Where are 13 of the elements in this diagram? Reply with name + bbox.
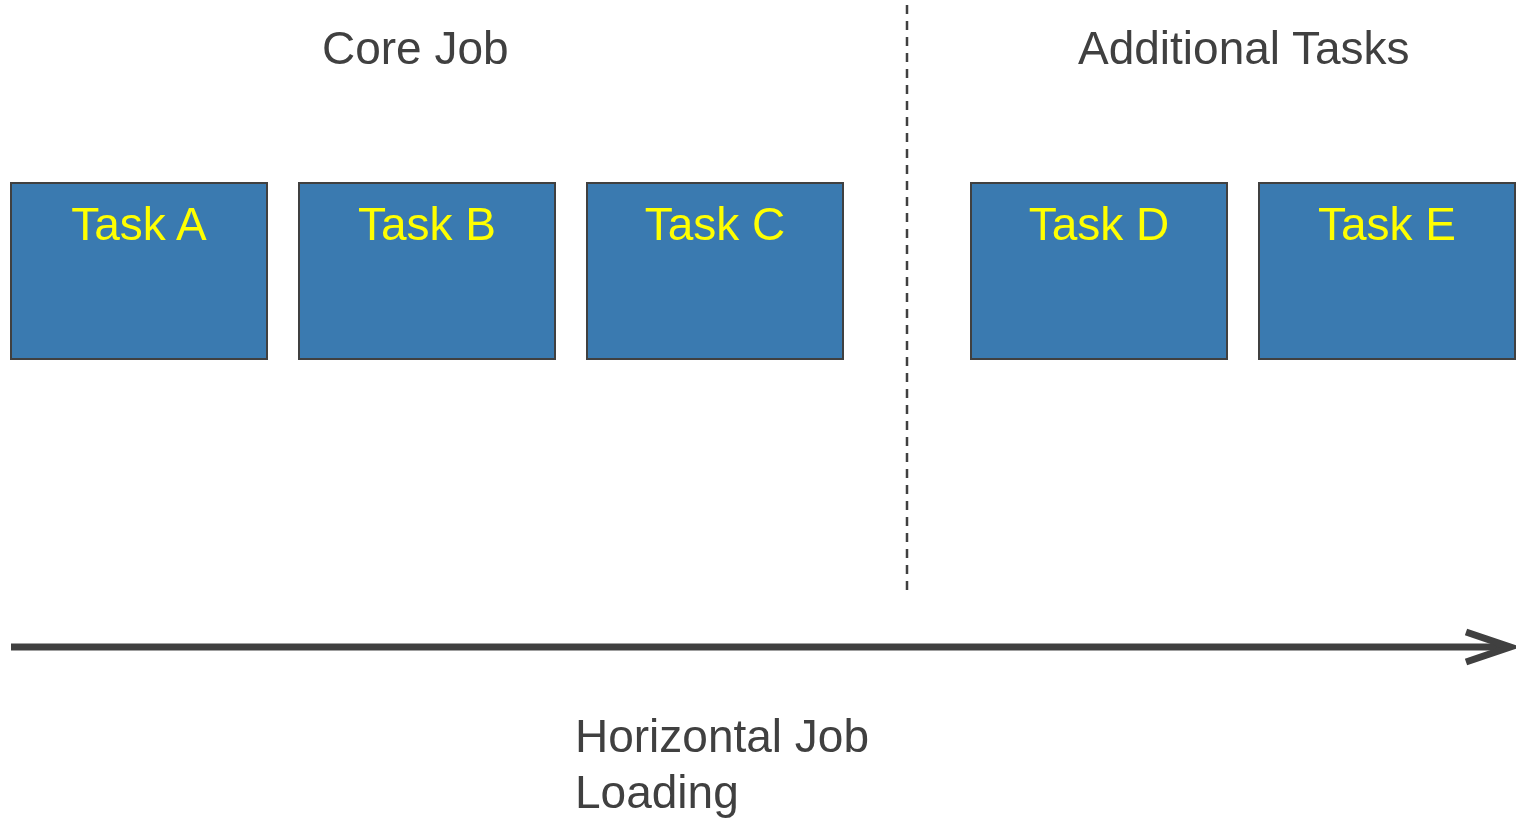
task-box [970, 182, 1228, 360]
task-box [586, 182, 844, 360]
axis-label: Horizontal Job Loading [575, 709, 871, 820]
task-label: Task E [1316, 198, 1457, 250]
task-box [298, 182, 556, 360]
task-label: Task C [643, 198, 787, 250]
section-heading: Additional Tasks [1078, 21, 1411, 76]
task-label: Task B [356, 198, 497, 250]
task-label: Task A [70, 198, 208, 250]
task-box [10, 182, 268, 360]
task-label: Task D [1027, 198, 1171, 250]
task-box [1258, 182, 1516, 360]
section-heading: Core Job [322, 21, 510, 76]
